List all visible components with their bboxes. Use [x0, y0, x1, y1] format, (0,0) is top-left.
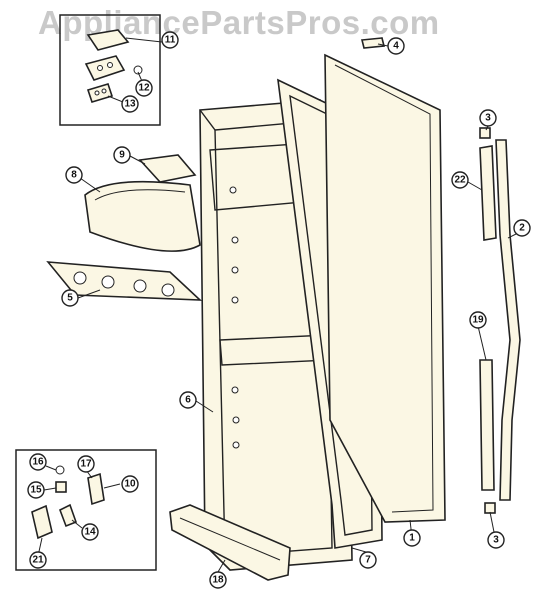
- svg-text:5: 5: [67, 293, 73, 304]
- svg-text:19: 19: [472, 315, 484, 326]
- svg-text:12: 12: [138, 83, 150, 94]
- svg-text:18: 18: [212, 575, 224, 586]
- hinge-inset-box: [59, 14, 161, 126]
- svg-text:4: 4: [393, 41, 399, 52]
- svg-text:13: 13: [124, 99, 136, 110]
- svg-text:22: 22: [454, 175, 466, 186]
- svg-text:9: 9: [119, 150, 125, 161]
- handle-assembly: [479, 127, 521, 514]
- callout-3-top: 3: [479, 109, 497, 127]
- svg-text:14: 14: [84, 527, 96, 538]
- svg-text:6: 6: [185, 395, 191, 406]
- callout-19: 19: [469, 311, 487, 329]
- callout-18: 18: [209, 571, 227, 589]
- callout-1: 1: [403, 529, 421, 547]
- svg-text:3: 3: [493, 535, 499, 546]
- svg-text:21: 21: [32, 555, 44, 566]
- callout-15: 15: [27, 481, 45, 499]
- svg-text:15: 15: [30, 485, 42, 496]
- callout-3-bottom: 3: [487, 531, 505, 549]
- callout-9: 9: [113, 146, 131, 164]
- callout-21: 21: [29, 551, 47, 569]
- svg-text:1: 1: [409, 533, 415, 544]
- svg-text:2: 2: [519, 223, 525, 234]
- callout-11: 11: [161, 31, 179, 49]
- shelf-cover: [84, 180, 201, 252]
- svg-text:11: 11: [165, 35, 176, 46]
- callout-13: 13: [121, 95, 139, 113]
- svg-text:8: 8: [71, 170, 77, 181]
- callout-12: 12: [135, 79, 153, 97]
- callout-5: 5: [61, 289, 79, 307]
- outer-door-panel: [324, 53, 446, 523]
- callout-6: 6: [179, 391, 197, 409]
- callout-16: 16: [29, 453, 47, 471]
- callout-4: 4: [387, 37, 405, 55]
- light-cover: [138, 154, 197, 183]
- callout-7: 7: [359, 551, 377, 569]
- svg-text:7: 7: [365, 555, 371, 566]
- svg-text:16: 16: [32, 457, 44, 468]
- callout-17: 17: [77, 455, 95, 473]
- svg-text:17: 17: [80, 459, 92, 470]
- callout-8: 8: [65, 166, 83, 184]
- callout-2: 2: [513, 219, 531, 237]
- door-stop-inset-box: [15, 449, 157, 571]
- top-cap: [360, 37, 386, 49]
- svg-text:3: 3: [485, 113, 491, 124]
- shelf-bottom: [46, 261, 203, 301]
- door-bin: [169, 504, 291, 581]
- callout-22: 22: [451, 171, 469, 189]
- svg-text:10: 10: [124, 479, 136, 490]
- callout-14: 14: [81, 523, 99, 541]
- callout-10: 10: [121, 475, 139, 493]
